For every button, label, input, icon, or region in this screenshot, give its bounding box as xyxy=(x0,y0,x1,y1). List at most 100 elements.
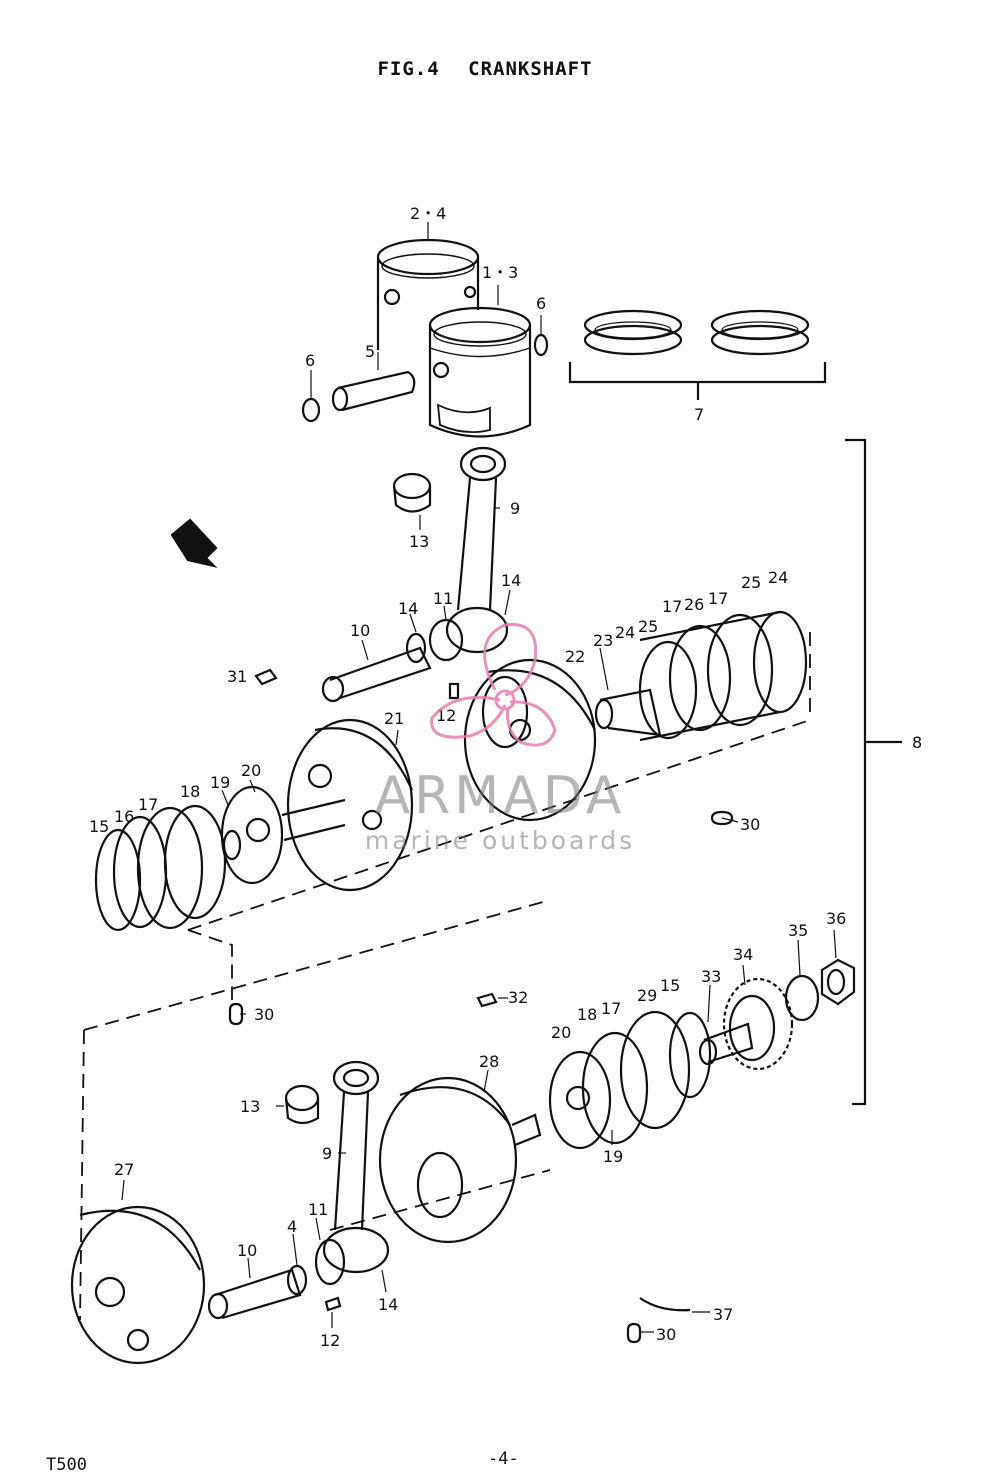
callout-33: 33 xyxy=(701,967,721,986)
key-32 xyxy=(476,992,498,1008)
callout-22: 22 xyxy=(565,647,585,666)
callout-10-upper: 10 xyxy=(350,621,370,640)
callout-12-lower: 12 xyxy=(320,1331,340,1350)
crank-wheel-27 xyxy=(70,1205,206,1365)
plug-30b xyxy=(228,1002,244,1026)
needle-bearing-mid xyxy=(405,618,464,664)
callout-21: 21 xyxy=(384,709,404,728)
callout-18-lower: 18 xyxy=(577,1005,597,1024)
callout-37: 37 xyxy=(713,1305,733,1324)
callout-14-lower: 14 xyxy=(378,1295,398,1314)
shim-37 xyxy=(639,1297,691,1312)
assembly-bracket-8 xyxy=(845,438,902,1106)
callout-8: 8 xyxy=(912,733,922,752)
callout-labels: 2・4 1・3 6 6 5 7 9 13 14 14 11 10 31 12 2… xyxy=(89,204,922,1350)
callout-11-upper: 11 xyxy=(433,589,453,608)
callout-17-lower: 17 xyxy=(601,999,621,1018)
piston-pin xyxy=(331,370,416,412)
callout-27: 27 xyxy=(114,1160,134,1179)
model-code: T500 xyxy=(46,1455,87,1475)
connecting-rod-lower xyxy=(322,1060,390,1274)
bearing-stack-left xyxy=(94,785,284,932)
callout-24-right: 24 xyxy=(768,568,788,587)
callout-14-upper-right: 14 xyxy=(501,571,521,590)
callout-7: 7 xyxy=(694,405,704,424)
callout-10-lower: 10 xyxy=(237,1241,257,1260)
callout-15-right: 15 xyxy=(660,976,680,995)
callout-20-upper: 20 xyxy=(241,761,261,780)
figure-number: FIG.4 xyxy=(377,58,440,80)
callout-1-3: 1・3 xyxy=(482,263,518,282)
callout-9-upper: 9 xyxy=(510,499,520,518)
callout-25-right: 25 xyxy=(741,573,761,592)
callout-25-mid: 25 xyxy=(638,617,658,636)
callout-6-right: 6 xyxy=(536,294,546,313)
callout-2-4: 2・4 xyxy=(410,204,446,223)
rings-bracket xyxy=(568,362,827,400)
piston-rings-left xyxy=(583,309,683,356)
plug-30a xyxy=(710,810,734,826)
callout-5: 5 xyxy=(365,342,375,361)
crank-wheel-right xyxy=(463,658,597,822)
callout-35: 35 xyxy=(788,921,808,940)
callout-13-lower: 13 xyxy=(240,1097,260,1116)
figure-title: FIG.4 CRANKSHAFT xyxy=(0,58,970,80)
callout-36: 36 xyxy=(826,909,846,928)
main-shaft-right xyxy=(594,610,808,742)
callout-30-lower: 30 xyxy=(656,1325,676,1344)
callout-29: 29 xyxy=(637,986,657,1005)
needle-bearing-lower xyxy=(284,1084,320,1125)
piston-front xyxy=(428,306,532,438)
key-31 xyxy=(254,668,278,686)
needle-bearing-upper xyxy=(392,472,432,513)
callout-13-upper: 13 xyxy=(409,532,429,551)
callout-32: 32 xyxy=(508,988,528,1007)
piston-rings-right xyxy=(710,309,810,356)
callout-9-lower: 9 xyxy=(322,1144,332,1163)
crank-wheel-28 xyxy=(378,1076,542,1244)
figure-name: CRANKSHAFT xyxy=(468,58,593,80)
callout-28: 28 xyxy=(479,1052,499,1071)
callout-18-upper: 18 xyxy=(180,782,200,801)
callout-17-mid-b: 17 xyxy=(708,589,728,608)
callout-15-left: 15 xyxy=(89,817,109,836)
leader-lines xyxy=(121,222,837,1333)
callout-17-left: 17 xyxy=(138,795,158,814)
callout-31: 31 xyxy=(227,667,247,686)
bearing-stack-right xyxy=(548,1010,712,1150)
callout-11-lower: 11 xyxy=(308,1200,328,1219)
callout-16: 16 xyxy=(114,807,134,826)
direction-arrow xyxy=(170,518,218,568)
page-number: -4- xyxy=(488,1449,519,1469)
callout-6-left: 6 xyxy=(305,351,315,370)
callout-20-lower: 20 xyxy=(551,1023,571,1042)
callout-34: 34 xyxy=(733,945,753,964)
callout-19-upper: 19 xyxy=(210,773,230,792)
callout-30-left: 30 xyxy=(254,1005,274,1024)
plug-30c xyxy=(626,1322,642,1344)
washer-35 xyxy=(784,974,820,1022)
callout-4: 4 xyxy=(287,1217,297,1236)
circlip-right xyxy=(533,333,549,357)
piston-rear xyxy=(376,238,480,350)
crank-pin-lower xyxy=(207,1238,346,1320)
nut-36 xyxy=(820,958,856,1006)
key-12 xyxy=(448,682,460,700)
callout-24-mid: 24 xyxy=(615,623,635,642)
assembly-lines xyxy=(79,632,811,1321)
watermark-logo xyxy=(430,622,557,747)
circlip-left xyxy=(301,397,321,423)
gear-34 xyxy=(722,977,794,1071)
connecting-rod-upper xyxy=(445,446,509,654)
callout-23: 23 xyxy=(593,631,613,650)
key-12b xyxy=(324,1296,342,1312)
callout-19-lower: 19 xyxy=(603,1147,623,1166)
callout-17-mid-a: 17 xyxy=(662,597,682,616)
callout-30-mid: 30 xyxy=(740,815,760,834)
callout-26: 26 xyxy=(684,595,704,614)
crank-wheel-left xyxy=(281,718,414,892)
crank-pin-upper xyxy=(321,646,432,703)
callout-14-upper-left: 14 xyxy=(398,599,418,618)
